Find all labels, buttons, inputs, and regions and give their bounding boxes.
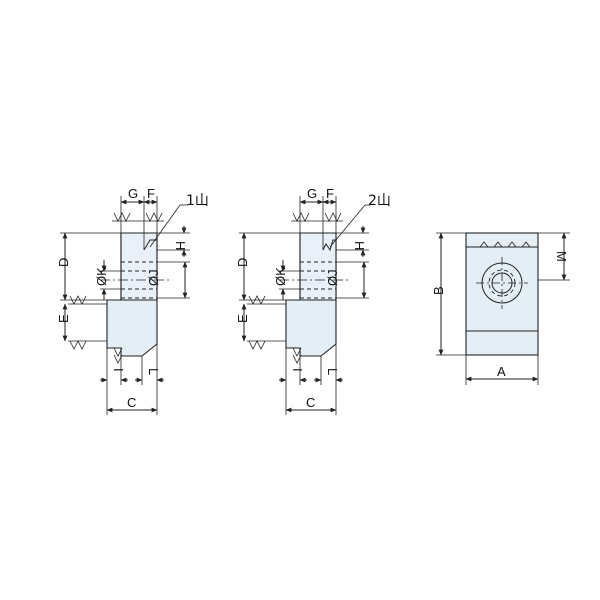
left-dim-d: D (56, 258, 71, 267)
right-view: B M A (431, 232, 570, 385)
left-dim-f: F (147, 186, 155, 201)
middle-dim-d: D (235, 258, 250, 267)
left-dim-g: G (128, 186, 138, 201)
left-dim-k: ØK (94, 267, 109, 286)
middle-dim-j: ØJ (325, 269, 340, 286)
middle-dim-g: G (307, 186, 317, 201)
middle-dim-e: E (235, 314, 250, 323)
right-dim-a: A (497, 364, 506, 379)
middle-dim-i: I (290, 368, 305, 372)
left-view: 1山 G F H ØJ ØK D (56, 186, 209, 415)
middle-part-collar (299, 232, 337, 301)
left-dim-j: ØJ (146, 269, 161, 286)
middle-dim-l: L (325, 368, 340, 375)
left-dim-e: E (56, 314, 71, 323)
middle-teeth-label: 2山 (368, 193, 391, 209)
right-dim-b: B (431, 286, 446, 295)
middle-view: 2山 G F H ØJ ØK D E (235, 186, 391, 415)
middle-dim-k: ØK (273, 267, 288, 286)
middle-dim-h: H (352, 241, 367, 250)
left-dim-l: L (146, 368, 161, 375)
left-dim-c: C (127, 395, 136, 410)
left-teeth-label: 1山 (186, 193, 209, 209)
right-dim-m: M (554, 251, 569, 262)
left-dim-h: H (173, 241, 188, 250)
middle-dim-f: F (326, 186, 334, 201)
left-dim-i: I (111, 368, 126, 372)
middle-dim-c: C (306, 395, 315, 410)
left-part-collar (120, 232, 158, 301)
